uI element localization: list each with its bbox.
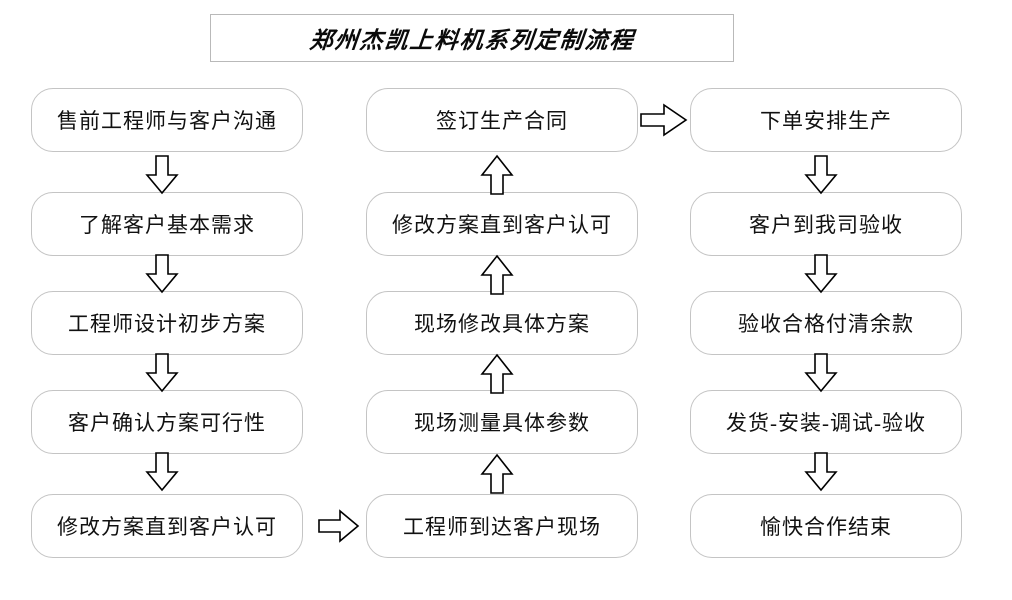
node-onsite-revise-plan[interactable]: 现场修改具体方案 — [366, 291, 638, 355]
arrow-down-icon — [803, 452, 839, 492]
arrow-up-icon — [479, 353, 515, 395]
node-revise-until-approved[interactable]: 修改方案直到客户认可 — [31, 494, 303, 558]
node-presale-communication[interactable]: 售前工程师与客户沟通 — [31, 88, 303, 152]
diagram-title: 郑州杰凯上料机系列定制流程 — [307, 28, 636, 53]
arrow-down-icon — [144, 353, 180, 393]
node-sign-contract[interactable]: 签订生产合同 — [366, 88, 638, 152]
node-confirm-feasibility[interactable]: 客户确认方案可行性 — [31, 390, 303, 454]
arrow-right-icon — [640, 103, 688, 137]
arrow-down-icon — [803, 353, 839, 393]
node-label: 修改方案直到客户认可 — [392, 213, 612, 237]
node-label: 客户确认方案可行性 — [68, 411, 266, 435]
node-label: 客户到我司验收 — [749, 213, 903, 237]
arrow-up-icon — [479, 254, 515, 296]
node-label: 验收合格付清余款 — [738, 312, 914, 336]
node-revise-until-approved-2[interactable]: 修改方案直到客户认可 — [366, 192, 638, 256]
arrow-down-icon — [803, 155, 839, 195]
node-label: 售前工程师与客户沟通 — [57, 109, 277, 133]
node-label: 下单安排生产 — [760, 109, 892, 133]
arrow-up-icon — [479, 154, 515, 196]
node-customer-inspection[interactable]: 客户到我司验收 — [690, 192, 962, 256]
arrow-up-icon — [479, 453, 515, 495]
node-understand-needs[interactable]: 了解客户基本需求 — [31, 192, 303, 256]
node-onsite-measure[interactable]: 现场测量具体参数 — [366, 390, 638, 454]
node-label: 现场修改具体方案 — [414, 312, 590, 336]
node-initial-design[interactable]: 工程师设计初步方案 — [31, 291, 303, 355]
node-cooperation-end[interactable]: 愉快合作结束 — [690, 494, 962, 558]
node-label: 现场测量具体参数 — [414, 411, 590, 435]
arrow-right-icon — [318, 509, 360, 543]
node-label: 了解客户基本需求 — [79, 213, 255, 237]
node-label: 修改方案直到客户认可 — [57, 515, 277, 539]
arrow-down-icon — [803, 254, 839, 294]
node-pay-balance[interactable]: 验收合格付清余款 — [690, 291, 962, 355]
arrow-down-icon — [144, 254, 180, 294]
diagram-title-box: 郑州杰凯上料机系列定制流程 — [210, 14, 734, 62]
node-label: 签订生产合同 — [436, 109, 568, 133]
node-label: 发货-安装-调试-验收 — [726, 411, 926, 435]
node-place-order-production[interactable]: 下单安排生产 — [690, 88, 962, 152]
arrow-down-icon — [144, 452, 180, 492]
node-label: 工程师设计初步方案 — [68, 312, 266, 336]
arrow-down-icon — [144, 155, 180, 195]
node-label: 愉快合作结束 — [760, 515, 892, 539]
node-engineer-arrives[interactable]: 工程师到达客户现场 — [366, 494, 638, 558]
node-ship-install-debug[interactable]: 发货-安装-调试-验收 — [690, 390, 962, 454]
node-label: 工程师到达客户现场 — [403, 515, 601, 539]
